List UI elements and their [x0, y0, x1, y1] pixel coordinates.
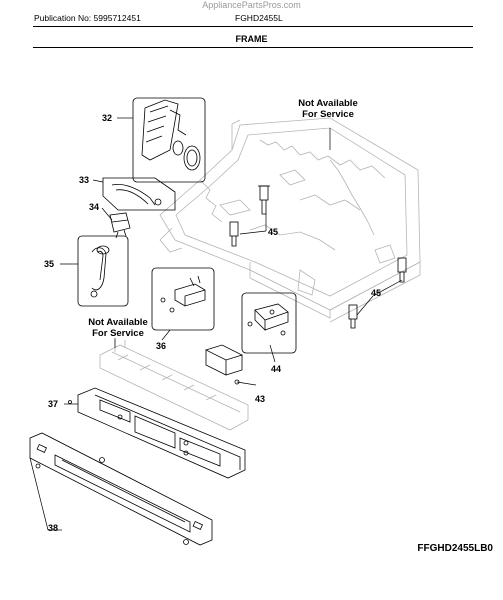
- watermark: AppliancePartsPros.com: [202, 0, 301, 10]
- lower-rail-drawing: [99, 340, 249, 431]
- part-43-drawing: [204, 344, 244, 385]
- note-not-available-rail: Not Available For Service: [72, 317, 164, 339]
- callout-35: 35: [44, 259, 55, 269]
- part-36-drawing: [151, 267, 215, 331]
- callout-45-lower: 45: [371, 288, 382, 298]
- callout-43: 43: [255, 394, 266, 404]
- part-44-drawing: [241, 292, 297, 354]
- base-frame-drawing: [159, 117, 421, 323]
- part-45-legs: [229, 185, 407, 329]
- leveling-leg-2: [229, 221, 239, 247]
- callout-34: 34: [89, 202, 100, 212]
- leveling-leg-1: [258, 185, 270, 215]
- leveling-leg-3: [397, 257, 407, 283]
- part-33-drawing: [102, 177, 176, 211]
- callout-44: 44: [271, 364, 282, 374]
- callout-37: 37: [48, 399, 59, 409]
- callout-38: 38: [48, 523, 59, 533]
- title-rule: [33, 47, 473, 48]
- leader-lines: [29, 117, 403, 531]
- leveling-leg-4: [348, 304, 358, 329]
- note-line-not-available: Not Available: [88, 317, 148, 328]
- publication-number: Publication No: 5995712451: [34, 13, 141, 23]
- part-37-drawing: [68, 387, 246, 479]
- callout-33: 33: [79, 175, 90, 185]
- callout-32: 32: [102, 113, 113, 123]
- callout-45-upper: 45: [268, 227, 279, 237]
- part-32-drawing: [132, 97, 206, 183]
- model-number: FGHD2455L: [235, 13, 283, 23]
- note-line-for-service: For Service: [302, 109, 354, 120]
- part-35-drawing: [77, 235, 129, 307]
- header-rule: [33, 26, 473, 27]
- note-line-for-service: For Service: [92, 328, 144, 339]
- callout-36: 36: [156, 341, 167, 351]
- note-not-available-frame: Not Available For Service: [282, 98, 374, 120]
- section-title: FRAME: [235, 34, 268, 44]
- footer-model-code: FFGHD2455LB0: [417, 543, 493, 554]
- note-line-not-available: Not Available: [298, 98, 358, 109]
- part-34-drawing: [109, 212, 131, 239]
